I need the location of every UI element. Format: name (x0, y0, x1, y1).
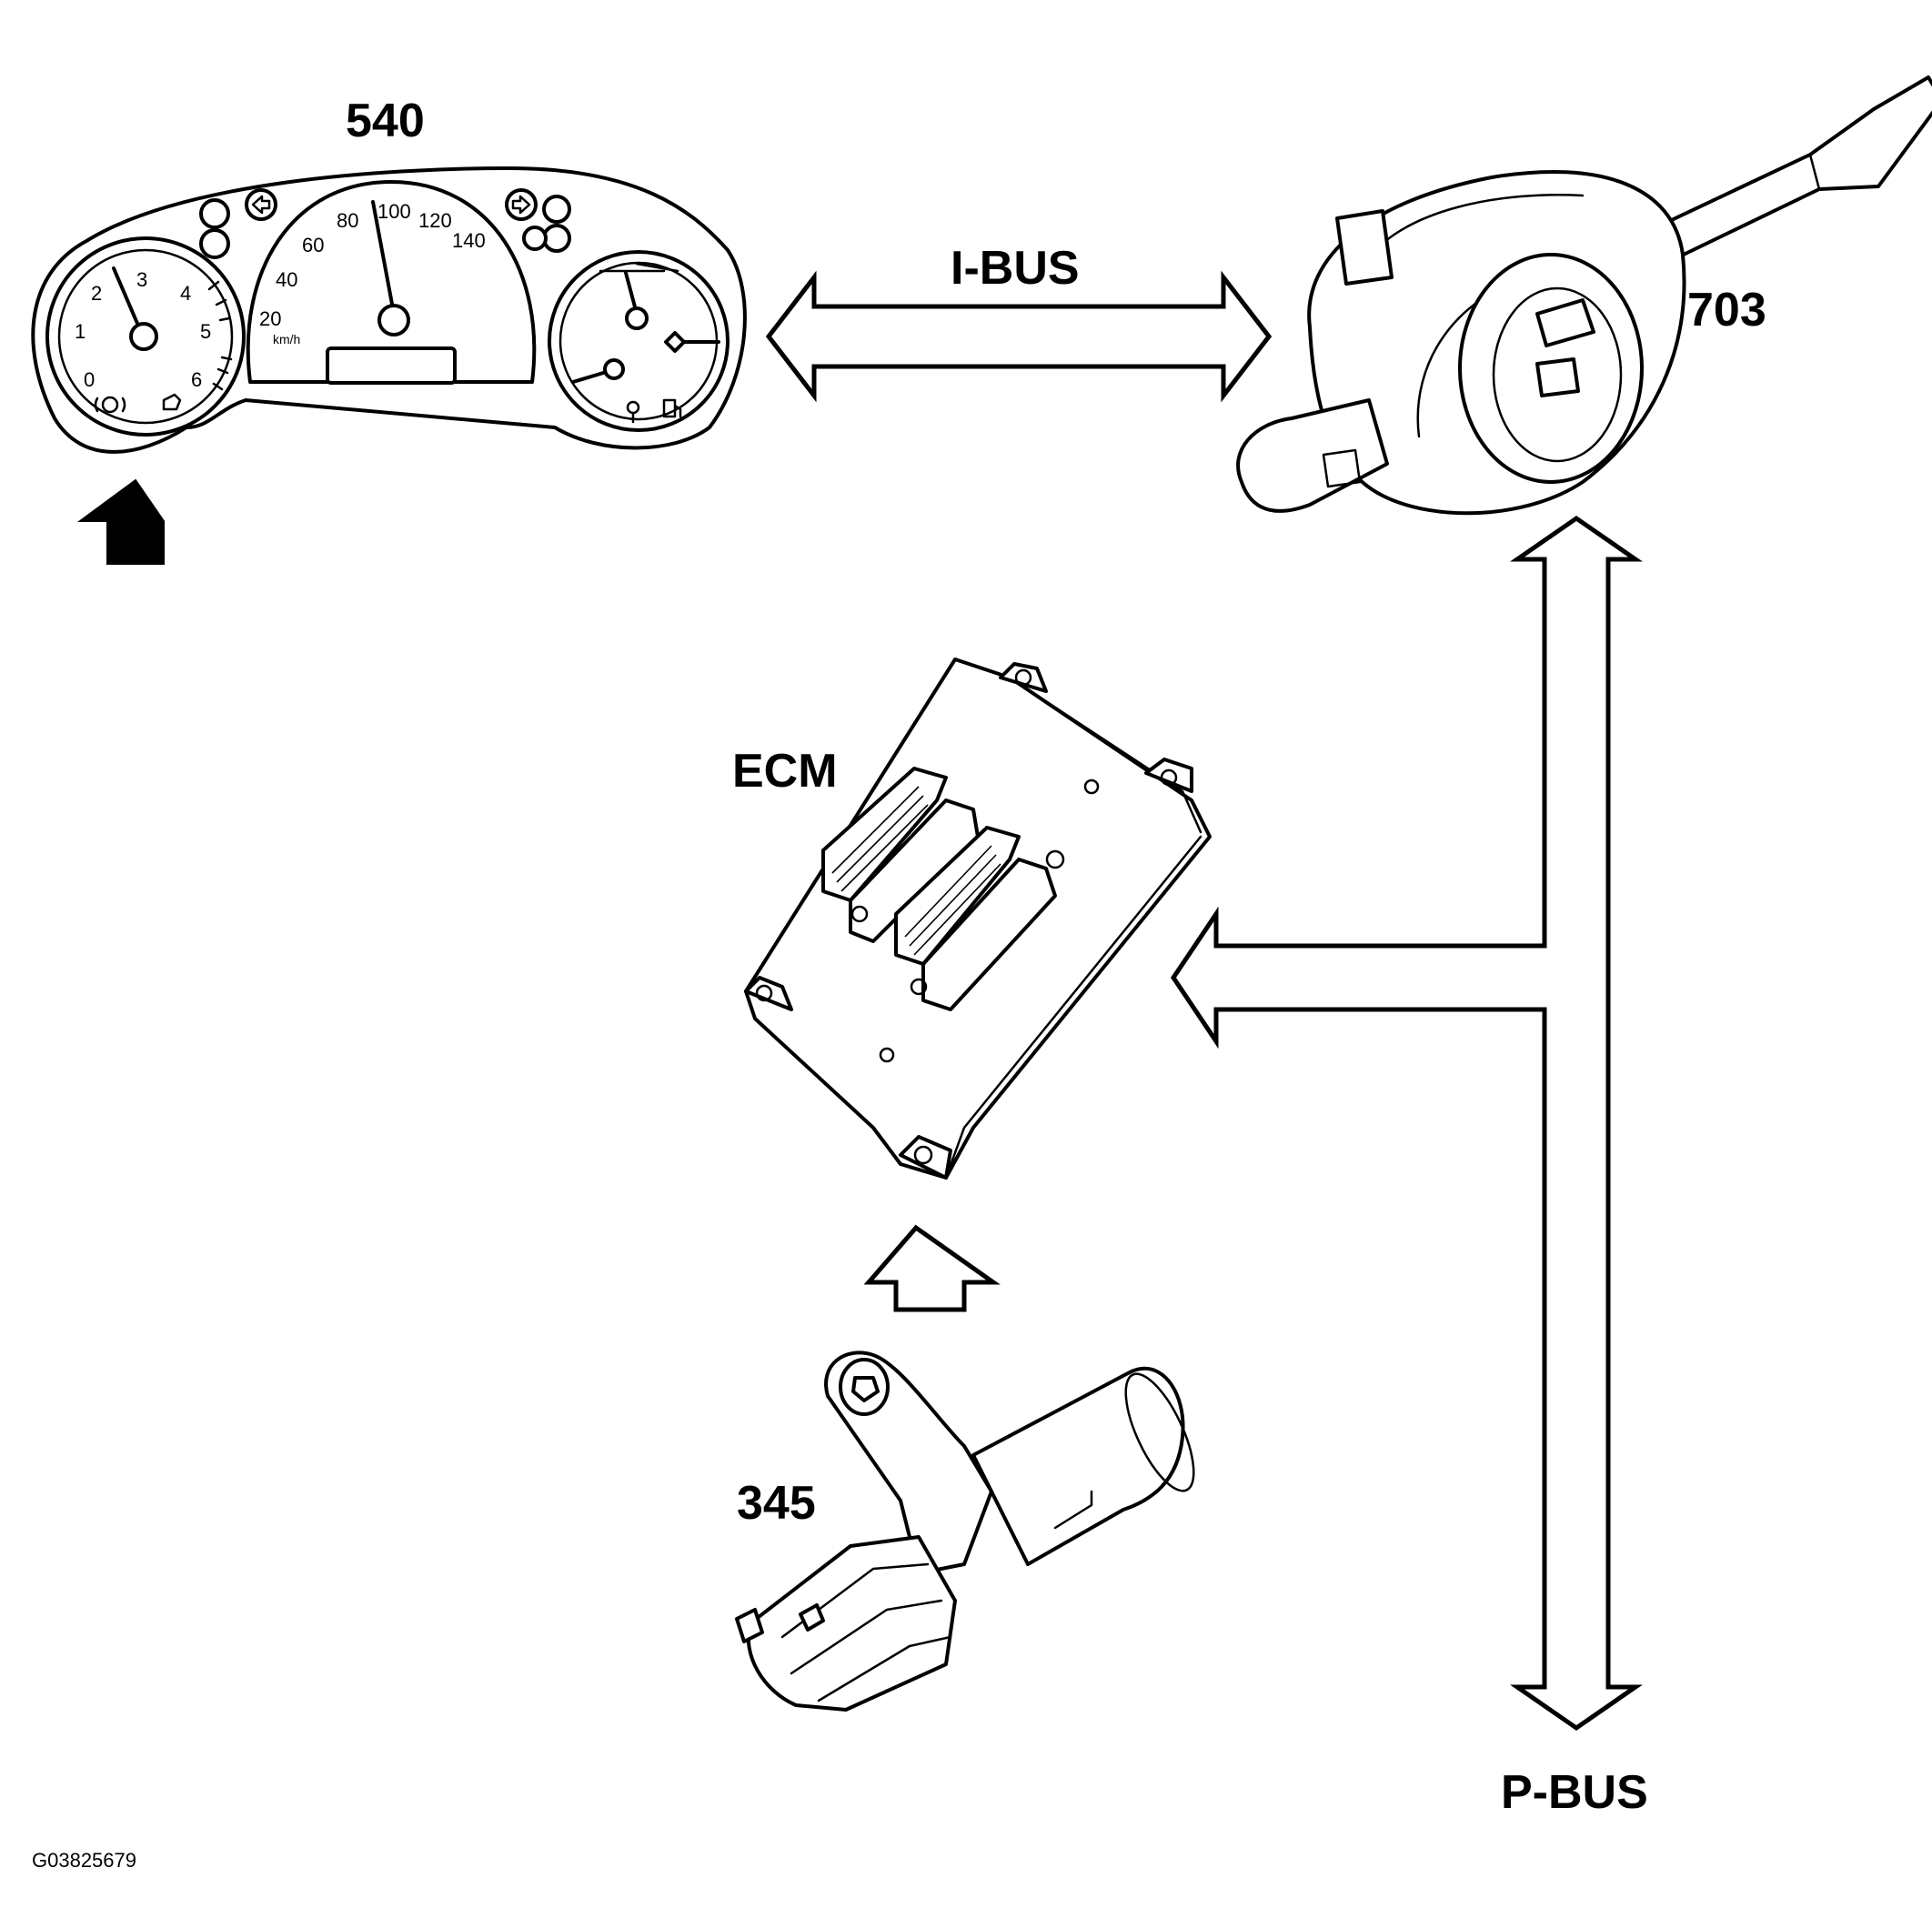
tach-tick-0: 0 (84, 368, 95, 391)
tach-tick-6: 6 (191, 368, 202, 391)
speedo-unit: km/h (273, 332, 300, 346)
crankshaft-sensor (735, 1351, 1195, 1712)
speedo-tick-100: 100 (377, 200, 411, 223)
sensor-label: 345 (737, 1477, 816, 1530)
ecm-label: ECM (732, 745, 838, 798)
tach-tick-3: 3 (136, 268, 147, 291)
fuel-icon (662, 398, 682, 418)
fuel-temp-gauge (548, 250, 730, 432)
brake-warning-icon (94, 396, 126, 414)
speedo-tick-120: 120 (418, 209, 452, 232)
tach-tick-2: 2 (91, 282, 102, 305)
figure-id: G03825679 (32, 1849, 136, 1872)
tach-tick-4: 4 (180, 282, 191, 305)
ibus-label: I-BUS (951, 242, 1080, 295)
speedo-tick-140: 140 (452, 229, 486, 252)
speedo-tick-40: 40 (276, 268, 297, 291)
tach-tick-5: 5 (200, 320, 211, 343)
ibus-arrow (765, 270, 1273, 403)
right-turn-icon (505, 188, 538, 221)
signal-up-arrow (863, 1224, 1001, 1312)
steering-switch-module (1236, 75, 1932, 516)
speedometer: 20 40 60 80 100 120 140 km/h (246, 180, 537, 385)
pbus-label: P-BUS (1501, 1766, 1648, 1819)
tachometer: 0 1 2 3 4 5 6 (45, 236, 246, 437)
ecm-module (744, 658, 1212, 1180)
switch-module-label: 703 (1687, 284, 1766, 336)
highlight-arrow-icon (76, 478, 165, 565)
speedo-tick-60: 60 (302, 234, 324, 256)
cluster-label: 540 (346, 95, 425, 147)
airbag-icon (626, 400, 640, 424)
left-turn-icon (245, 188, 277, 221)
instrument-cluster: 0 1 2 3 4 5 6 20 40 60 80 100 120 140 (31, 166, 747, 565)
fog-light-icon (199, 198, 230, 229)
speedo-tick-20: 20 (259, 307, 281, 330)
tach-tick-1: 1 (75, 320, 86, 343)
pbus-arrow (1170, 515, 1644, 1732)
engine-icon (162, 393, 182, 411)
speedo-tick-80: 80 (337, 209, 358, 232)
